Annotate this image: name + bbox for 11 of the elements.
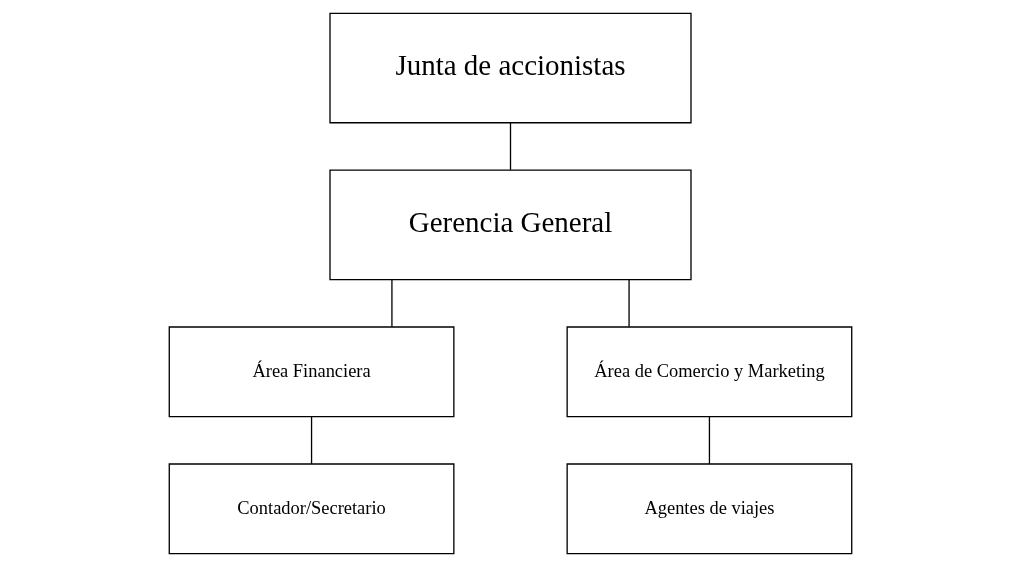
- node-box: Gerencia General: [329, 169, 692, 281]
- node-box: Contador/Secretario: [168, 463, 455, 555]
- connector: [310, 415, 313, 465]
- connector: [391, 278, 393, 328]
- connector: [708, 415, 711, 465]
- connector: [628, 278, 630, 328]
- node-box: Junta de accionistas: [329, 12, 692, 124]
- node-box: Área Financiera: [168, 326, 455, 418]
- connector: [509, 122, 512, 171]
- node-box: Área de Comercio y Marketing: [566, 326, 853, 418]
- node-box: Agentes de viajes: [566, 463, 853, 555]
